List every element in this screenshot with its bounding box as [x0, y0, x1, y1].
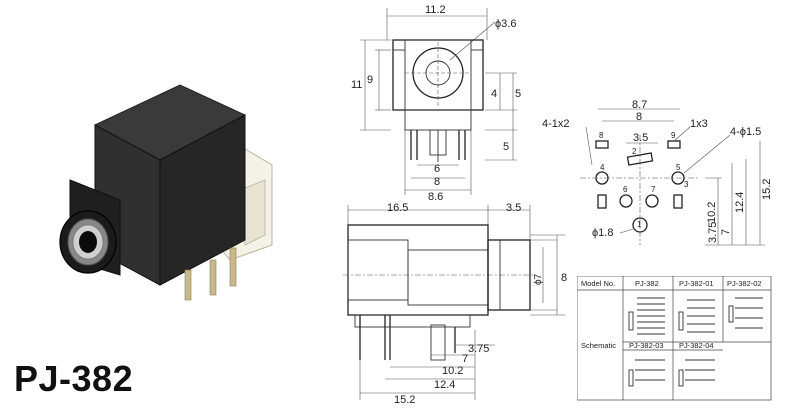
dim-3-75: 3.75: [468, 343, 489, 355]
dim-8-footprint: 8: [636, 111, 642, 123]
dim-hole-3-6: ϕ3.6: [495, 18, 516, 30]
dim-12-4: 12.4: [434, 379, 455, 391]
dim-4: 4: [491, 88, 497, 100]
dim-15-2-footprint: 15.2: [761, 179, 773, 200]
model-pj-382-04: PJ-382-04: [679, 341, 714, 350]
dim-5b: 5: [503, 141, 509, 153]
footprint-drawing: 4-1x2 1x3 4-ϕ1.5 8.7 8 3.5 ϕ1.8 8 9 2 4 …: [542, 99, 773, 246]
model-pj-382-03: PJ-382-03: [629, 341, 664, 350]
dim-10-2: 10.2: [442, 365, 463, 377]
model-pj-382: PJ-382: [635, 279, 659, 288]
row-label-schematic: Schematic: [581, 341, 616, 350]
pin-label-8: 8: [599, 131, 604, 140]
dim-height-11: 11: [351, 79, 362, 91]
pin-label-2: 2: [632, 147, 637, 156]
pin-label-5: 5: [676, 163, 681, 172]
front-view-drawing: 11.2 ϕ3.6 11 9: [351, 4, 521, 203]
label-4x1x2: 4-1x2: [542, 118, 570, 130]
dim-5a: 5: [515, 88, 521, 100]
label-4phi1-5: 4-ϕ1.5: [730, 126, 761, 138]
dim-8: 8: [561, 272, 567, 284]
pin-label-7: 7: [651, 185, 656, 194]
model-pj-382-01: PJ-382-01: [679, 279, 714, 288]
product-photo: [59, 84, 273, 301]
dim-3-5: 3.5: [506, 202, 521, 214]
dim-height-9: 9: [367, 74, 373, 86]
label-1x3: 1x3: [690, 118, 708, 130]
dim-3-75-footprint: 3.75: [707, 222, 719, 243]
dim-15-2: 15.2: [394, 394, 415, 406]
label-phi1-8: ϕ1.8: [592, 227, 613, 239]
dim-3-5-footprint: 3.5: [633, 132, 648, 144]
dim-7: 7: [462, 353, 468, 365]
model-pj-382-02: PJ-382-02: [727, 279, 762, 288]
pin-label-3: 3: [684, 180, 689, 189]
dim-8: 8: [434, 176, 440, 188]
model-title: PJ-382: [14, 358, 134, 399]
pin-label-9: 9: [671, 131, 676, 140]
dim-7-footprint: 7: [720, 229, 732, 235]
dim-8-6: 8.6: [428, 191, 443, 203]
dim-6: 6: [434, 163, 440, 175]
pin-label-4: 4: [600, 163, 605, 172]
header-model-no: Model No.: [581, 279, 615, 288]
side-view-drawing: 16.5 3.5 ϕ7 8 3.75 7 10.2 12.4 15: [343, 202, 567, 406]
dim-8-7: 8.7: [632, 99, 647, 111]
pin-label-6: 6: [623, 185, 628, 194]
dim-width-11-2: 11.2: [425, 4, 446, 16]
pin-label-1: 1: [637, 220, 642, 229]
dim-10-2-footprint: 10.2: [706, 202, 718, 223]
dim-12-4-footprint: 12.4: [734, 192, 746, 213]
dim-16-5: 16.5: [387, 202, 408, 214]
dim-phi7: ϕ7: [533, 273, 544, 285]
schematic-table: Model No. PJ-382 PJ-382-01 PJ-382-02 Sch…: [577, 276, 772, 401]
